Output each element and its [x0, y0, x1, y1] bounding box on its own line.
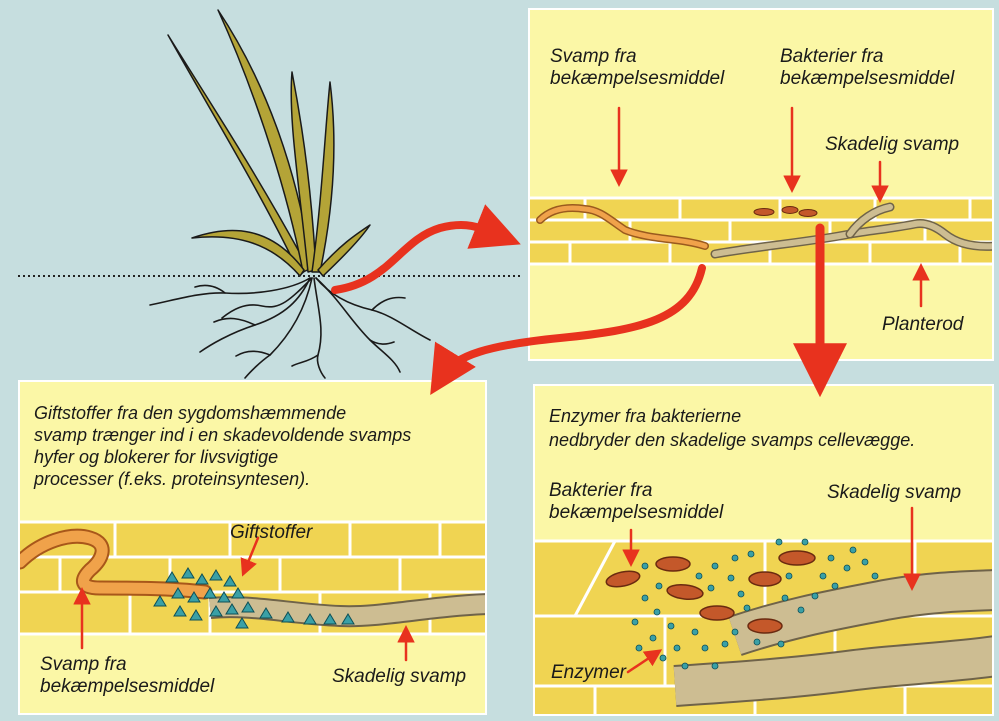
bacteria-label: Bakterier fra bekæmpelsesmiddel — [549, 480, 723, 524]
toxin-mechanism-panel: Giftstoffer fra den sygdomshæmmende svam… — [18, 380, 487, 715]
enzyme-caption: Enzymer fra bakterierne nedbryder den sk… — [549, 404, 915, 452]
plant-leaves — [168, 10, 370, 276]
root-label: Planterod — [882, 314, 963, 336]
toxins-label: Giftstoffer — [230, 522, 312, 544]
harmful-fungus-label: Skadelig svamp — [825, 134, 959, 156]
beneficial-fungus-label: Svamp fra bekæmpelsesmiddel — [550, 46, 724, 90]
root-overview-panel: Svamp fra bekæmpelsesmiddel Bakterier fr… — [528, 8, 994, 361]
bacteria-label: Bakterier fra bekæmpelsesmiddel — [780, 46, 954, 90]
plant-illustration — [0, 0, 520, 380]
plant-roots — [150, 278, 430, 378]
harmful-fungus-label: Skadelig svamp — [827, 482, 961, 504]
enzymes-label: Enzymer — [551, 662, 626, 684]
enzyme-mechanism-panel: Enzymer fra bakterierne nedbryder den sk… — [533, 384, 994, 716]
toxin-caption: Giftstoffer fra den sygdomshæmmende svam… — [34, 402, 411, 490]
beneficial-fungus-label: Svamp fra bekæmpelsesmiddel — [40, 654, 214, 698]
harmful-fungus-label: Skadelig svamp — [332, 666, 466, 688]
